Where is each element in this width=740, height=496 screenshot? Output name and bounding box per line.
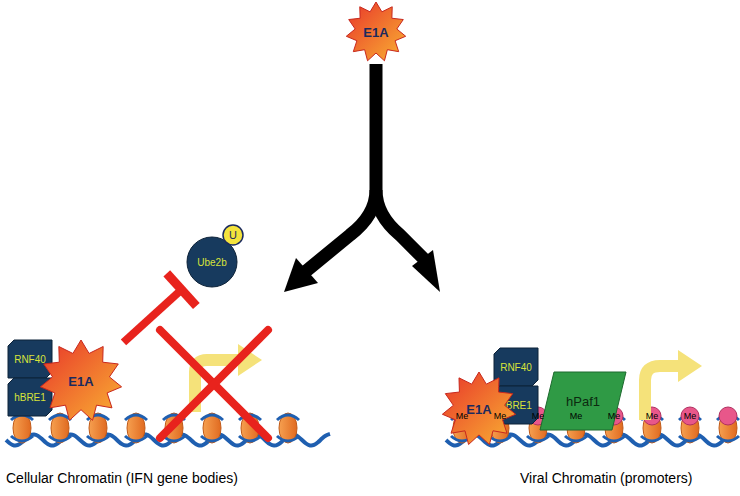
fork-arrow	[305, 64, 425, 272]
dna-wrap	[201, 415, 223, 441]
star-shape: E1A	[442, 372, 516, 446]
node-label: RNF40	[500, 362, 532, 373]
dna-wrap	[11, 415, 33, 441]
node-label: hBRE1	[14, 392, 46, 403]
dna-wrap	[277, 415, 299, 441]
methyl-label: Me	[570, 411, 583, 421]
methyl-mark	[719, 407, 737, 425]
methyl-label: Me	[646, 411, 659, 421]
node-label: E1A	[466, 402, 491, 417]
node-label: Ube2b	[197, 257, 226, 268]
methyl-mark	[681, 407, 699, 425]
dna-wrap	[125, 415, 147, 441]
arrowhead	[412, 250, 440, 292]
node-label: hPaf1	[566, 394, 600, 409]
protein-shape: hPaf1	[540, 372, 626, 430]
protein-box: RNF40	[8, 340, 52, 378]
methyl-label: Me	[608, 411, 621, 421]
node-label: E1A	[68, 374, 93, 389]
protein-box: RNF40	[494, 348, 538, 386]
transcription-arrow	[645, 366, 680, 420]
arrowhead	[284, 258, 318, 292]
star-shape: E1A	[40, 340, 122, 422]
methyl-label: Me	[684, 411, 697, 421]
arrowhead	[678, 350, 702, 382]
cross-mark	[160, 330, 268, 438]
chromatin-caption: Cellular Chromatin (IFN gene bodies)	[6, 470, 238, 486]
dna-wrap	[49, 415, 71, 441]
inhibition-connector	[123, 273, 196, 342]
circle-node: Ube2bU	[186, 236, 238, 288]
circle-node: U	[222, 224, 244, 246]
star-shape: E1A	[346, 2, 406, 62]
chromatin-caption: Viral Chromatin (promoters)	[520, 470, 692, 486]
methyl-label: Me	[494, 411, 507, 421]
methyl-label: Me	[532, 411, 545, 421]
node-label: U	[229, 229, 237, 241]
node-label: RNF40	[14, 354, 46, 365]
node-label: E1A	[363, 25, 388, 40]
methyl-label: Me	[456, 411, 469, 421]
